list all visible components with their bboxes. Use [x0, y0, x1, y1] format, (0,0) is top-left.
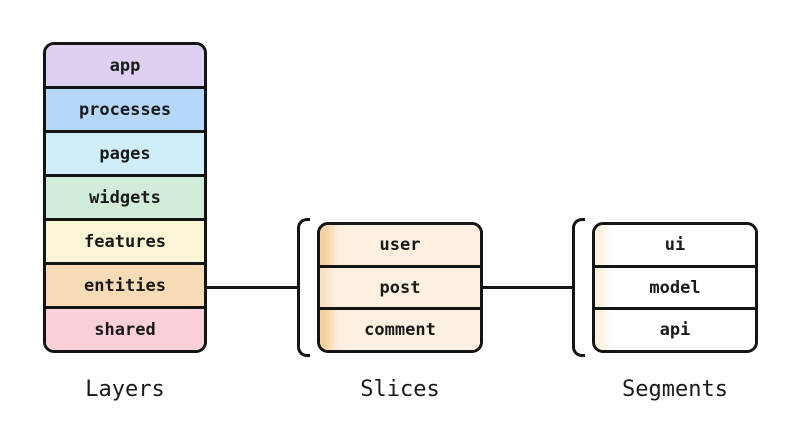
layer-row-processes: processes — [46, 86, 204, 130]
slice-row-post: post — [320, 264, 480, 308]
layer-row-shared: shared — [46, 306, 204, 350]
layer-label-entities: entities — [84, 275, 166, 296]
layer-label-app: app — [109, 55, 141, 76]
layer-label-widgets: widgets — [89, 187, 161, 208]
layers-caption: Layers — [85, 376, 165, 402]
layers-stack: app processes pages widgets features ent… — [43, 42, 207, 353]
slice-row-comment: comment — [320, 307, 480, 350]
slice-row-user: user — [320, 225, 480, 265]
layer-row-features: features — [46, 218, 204, 262]
connector-slices-to-segments — [483, 286, 572, 289]
slices-caption: Slices — [360, 376, 440, 402]
segment-row-ui: ui — [595, 225, 755, 265]
connector-layers-to-slices — [207, 286, 297, 289]
layer-label-pages: pages — [99, 143, 151, 164]
layer-row-widgets: widgets — [46, 174, 204, 218]
slice-label-post: post — [379, 277, 421, 298]
layer-label-processes: processes — [78, 99, 172, 120]
layer-label-features: features — [84, 231, 166, 252]
slices-bracket — [297, 218, 310, 357]
segments-stack: ui model api — [592, 222, 758, 353]
slice-label-user: user — [379, 234, 421, 255]
segment-row-model: model — [595, 264, 755, 308]
segments-caption: Segments — [622, 376, 728, 402]
slice-label-comment: comment — [364, 320, 436, 341]
segments-bracket — [572, 218, 585, 357]
segment-label-ui: ui — [664, 234, 686, 255]
layer-row-entities: entities — [46, 262, 204, 306]
segment-label-model: model — [649, 277, 701, 298]
layer-label-shared: shared — [94, 319, 156, 340]
layer-row-pages: pages — [46, 130, 204, 174]
layer-row-app: app — [46, 45, 204, 86]
slices-stack: user post comment — [317, 222, 483, 353]
segment-row-api: api — [595, 307, 755, 350]
segment-label-api: api — [659, 320, 691, 341]
